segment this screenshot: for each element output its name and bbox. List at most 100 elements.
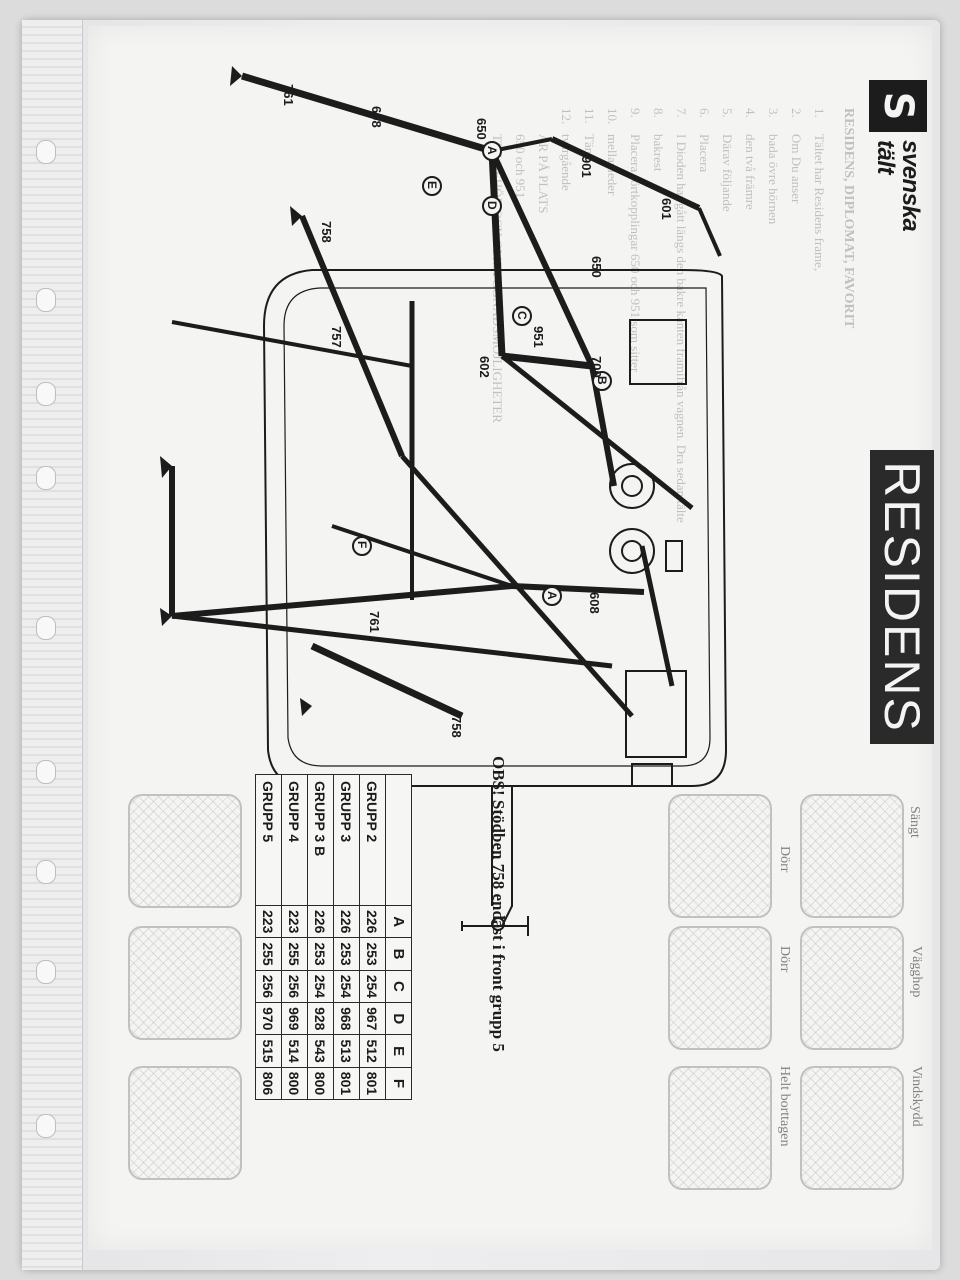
size-cell-c: 254 (333, 970, 360, 1003)
size-cell-a: 223 (281, 905, 308, 938)
size-cell-d: 969 (281, 1002, 308, 1035)
label-951: 951 (531, 326, 546, 348)
size-cell-a: 226 (307, 905, 334, 938)
label-758-second: 758 (319, 221, 334, 243)
table-header-cell (385, 774, 412, 906)
rotated-page: S svenska tält RESIDENS RESIDENS, DIPLOM… (88, 26, 934, 1250)
size-cell-e: 513 (333, 1034, 360, 1068)
group-cell: GRUPP 3 (333, 774, 360, 906)
joint-D (482, 196, 502, 216)
size-cell-d: 968 (333, 1002, 360, 1035)
label-758-lowest: 758 (449, 716, 464, 738)
awning-sketch (128, 1066, 242, 1180)
letter-B: B (595, 376, 609, 385)
group-cell: GRUPP 4 (281, 774, 308, 906)
table-header-cell: D (385, 1002, 412, 1035)
size-cell-d: 928 (307, 1002, 334, 1035)
pole-D (489, 149, 595, 368)
accessory-label: Vindskydd (909, 1066, 924, 1127)
punch-hole (36, 760, 56, 784)
size-cell-b: 253 (333, 937, 360, 971)
label-601: 601 (659, 198, 674, 220)
size-cell-d: 967 (359, 1002, 386, 1035)
label-757: 757 (329, 326, 344, 348)
group-cell: GRUPP 5 (255, 774, 282, 906)
group-cell: GRUPP 2 (359, 774, 386, 906)
size-cell-c: 256 (255, 970, 282, 1003)
accessory-label: Dörr (777, 846, 792, 873)
label-901: 901 (579, 156, 594, 178)
accessory-label: Sängt (907, 806, 922, 838)
punch-hole (36, 466, 56, 490)
letter-D: D (485, 201, 499, 210)
joint-E (422, 176, 442, 196)
table-header-cell: A (385, 905, 412, 938)
table-header-cell: B (385, 937, 412, 971)
size-cell-c: 254 (307, 970, 334, 1003)
pole-758-upper (299, 214, 405, 458)
arrow-tip (290, 206, 302, 226)
arrow-tip (160, 608, 172, 626)
size-cell-a: 226 (333, 905, 360, 938)
punched-strip (22, 20, 83, 1270)
size-cell-e: 515 (255, 1034, 282, 1068)
size-cell-f: 801 (359, 1067, 386, 1100)
punch-hole (36, 960, 56, 984)
note-obs: OBS! Stödben 758 endast i front grupp 5 (489, 756, 508, 1052)
letter-A-lower: A (545, 591, 559, 600)
joint-C (512, 306, 532, 326)
punch-hole (36, 1114, 56, 1138)
label-650-top: 650 (474, 118, 489, 140)
window-rear (625, 670, 687, 758)
size-cell-d: 970 (255, 1002, 282, 1035)
size-cell-e: 543 (307, 1034, 334, 1068)
awning-sketch (668, 926, 772, 1050)
awning-sketch (128, 794, 242, 908)
joint-F (352, 536, 372, 556)
arrow-tip (300, 698, 312, 716)
punch-hole (36, 616, 56, 640)
pole-608-lower (639, 545, 675, 687)
label-608-top: 608 (369, 106, 384, 128)
label-650-second: 650 (589, 256, 604, 278)
pole-901 (550, 136, 701, 211)
pole-758-lower (310, 642, 464, 720)
caravan-outline (262, 269, 728, 787)
punch-hole (36, 860, 56, 884)
joint-A-lower (542, 586, 562, 606)
letter-C: C (515, 311, 529, 320)
side-vent (665, 540, 683, 572)
awning-sketch (800, 1066, 904, 1190)
label-608-bottom: 608 (587, 592, 602, 614)
awning-sketch (128, 926, 242, 1040)
pole-757 (171, 320, 413, 368)
size-cell-f: 806 (255, 1067, 282, 1100)
punch-hole (36, 140, 56, 164)
window-front (629, 319, 687, 385)
punch-hole (36, 288, 56, 312)
label-700: 700 (589, 356, 604, 378)
size-cell-a: 226 (359, 905, 386, 938)
arrow-tip (160, 456, 172, 478)
pole-E-C (171, 583, 513, 619)
arrow-tip (230, 66, 242, 86)
letter-E: E (425, 181, 439, 189)
caravan-inner-outline (283, 287, 711, 767)
awning-sketch (800, 794, 904, 918)
size-cell-b: 253 (359, 937, 386, 971)
punch-hole (36, 382, 56, 406)
table-header-cell: F (385, 1067, 412, 1100)
door-handle (631, 763, 673, 787)
awning-sketch (668, 1066, 772, 1190)
pole-761-top (240, 72, 494, 155)
size-cell-a: 223 (255, 905, 282, 938)
size-cell-f: 800 (281, 1067, 308, 1100)
label-761-bottom: 761 (367, 611, 382, 633)
accessory-label: Helt borttagen (777, 1066, 792, 1147)
label-761-top: 761 (281, 84, 296, 106)
